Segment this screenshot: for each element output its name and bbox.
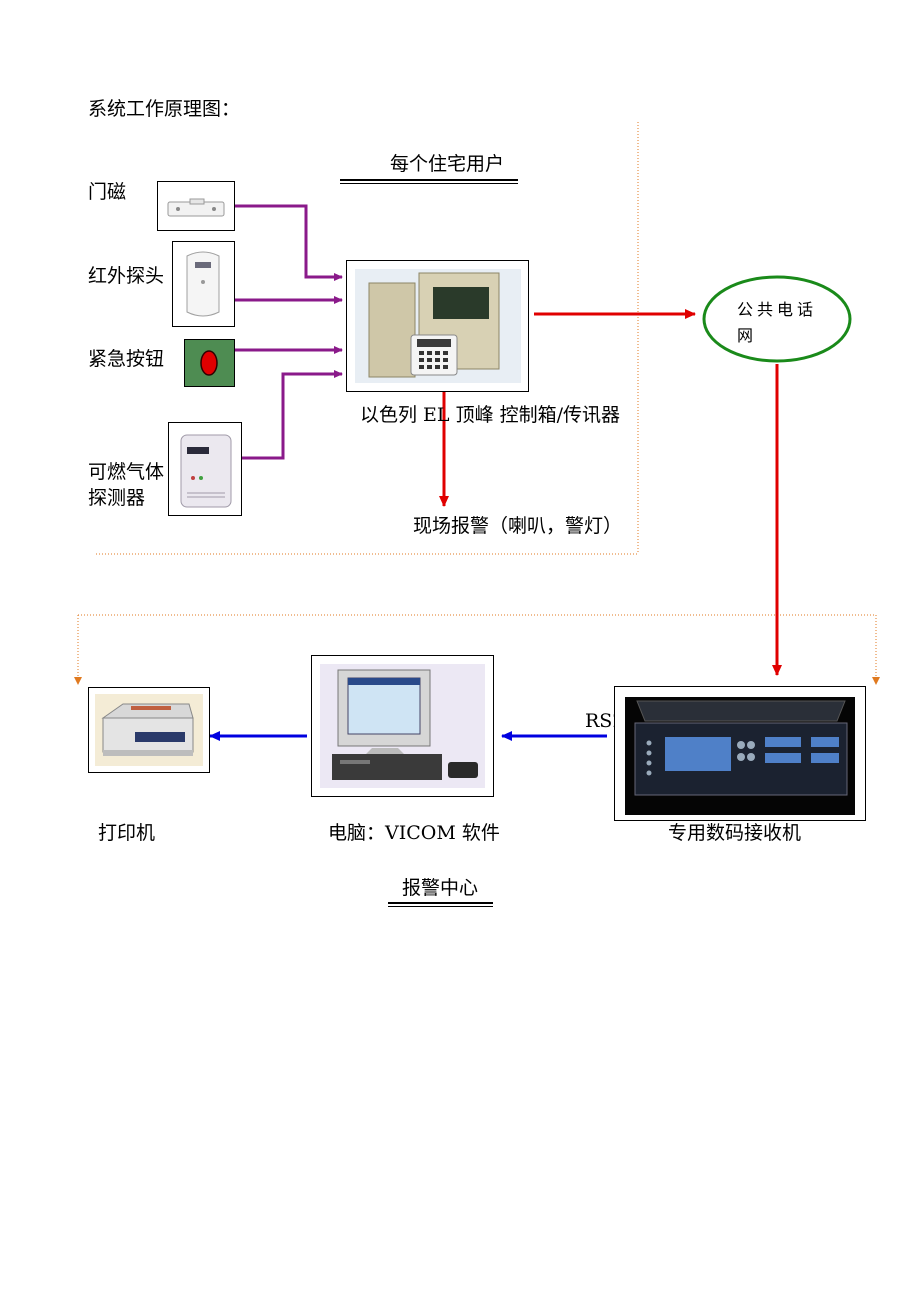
computer-icon	[320, 664, 485, 788]
center-section-title-underline	[388, 902, 493, 907]
digital-receiver-icon	[625, 697, 855, 815]
control-box-icon	[355, 269, 521, 383]
pir-detector-icon	[186, 251, 220, 317]
gas-sensor-link	[242, 370, 343, 460]
computer-label: 电脑：VICOM 软件	[328, 822, 500, 844]
door-magnet-sensor-icon	[167, 198, 225, 217]
site-section-title-underline	[340, 179, 518, 184]
sensor-label-gas-line2: 探测器	[88, 487, 146, 509]
panic-button	[184, 339, 235, 387]
page-title: 系统工作原理图：	[88, 98, 241, 120]
sensor-label-gas-line1: 可燃气体	[88, 461, 165, 483]
sensor-label-door: 门磁	[88, 181, 127, 203]
center-section-title: 报警中心	[402, 877, 479, 899]
sensor-links	[235, 204, 343, 460]
receiver-label: 专用数码接收机	[668, 822, 802, 844]
center-distribution-line	[74, 614, 880, 685]
network-label-line2: 网	[737, 326, 754, 345]
public-phone-network-ellipse	[702, 275, 852, 363]
phone-links	[439, 309, 782, 676]
sensor-label-panic: 紧急按钮	[88, 348, 165, 370]
gas-detector-icon	[180, 434, 232, 508]
printer	[88, 687, 210, 773]
control-box-label: 以色列 EL 顶峰 控制箱/传讯器	[360, 404, 621, 426]
computer	[311, 655, 494, 797]
network-label-line1: 公共电话	[737, 300, 818, 319]
site-section-border	[96, 122, 639, 555]
gas-detector	[168, 422, 242, 516]
printer-icon	[95, 694, 203, 766]
digital-receiver	[614, 686, 866, 821]
panic-button-icon	[200, 350, 218, 376]
door-sensor-link	[235, 204, 343, 281]
printer-label: 打印机	[98, 822, 156, 844]
control-box	[346, 260, 529, 392]
sensor-label-pir: 红外探头	[88, 265, 165, 287]
site-section-title: 每个住宅用户	[390, 153, 505, 175]
local-alarm-label: 现场报警（喇叭，警灯）	[413, 515, 623, 537]
door-magnet-sensor	[157, 181, 235, 231]
pir-detector	[172, 241, 235, 327]
